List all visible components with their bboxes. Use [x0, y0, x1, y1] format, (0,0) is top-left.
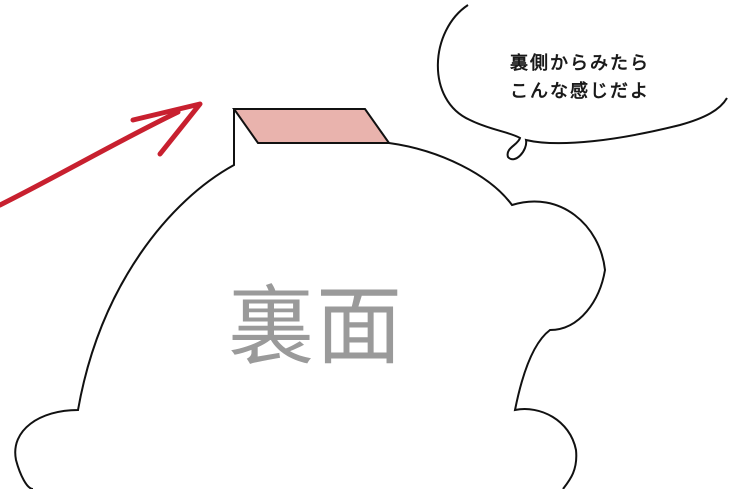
arrow-shaft [0, 109, 181, 208]
arrow-head [130, 101, 203, 157]
speech-bubble-text: 裏側からみたら こんな感じだよ [470, 50, 690, 106]
arrow [0, 101, 203, 208]
body-label: 裏面 [228, 277, 404, 377]
body-outline [14, 109, 607, 489]
speech-bubble-line-2: こんな感じだよ [510, 81, 650, 102]
top-tab [232, 108, 391, 144]
speech-bubble-outline [436, 4, 728, 161]
speech-bubble-line-1: 裏側からみたら [510, 53, 650, 74]
